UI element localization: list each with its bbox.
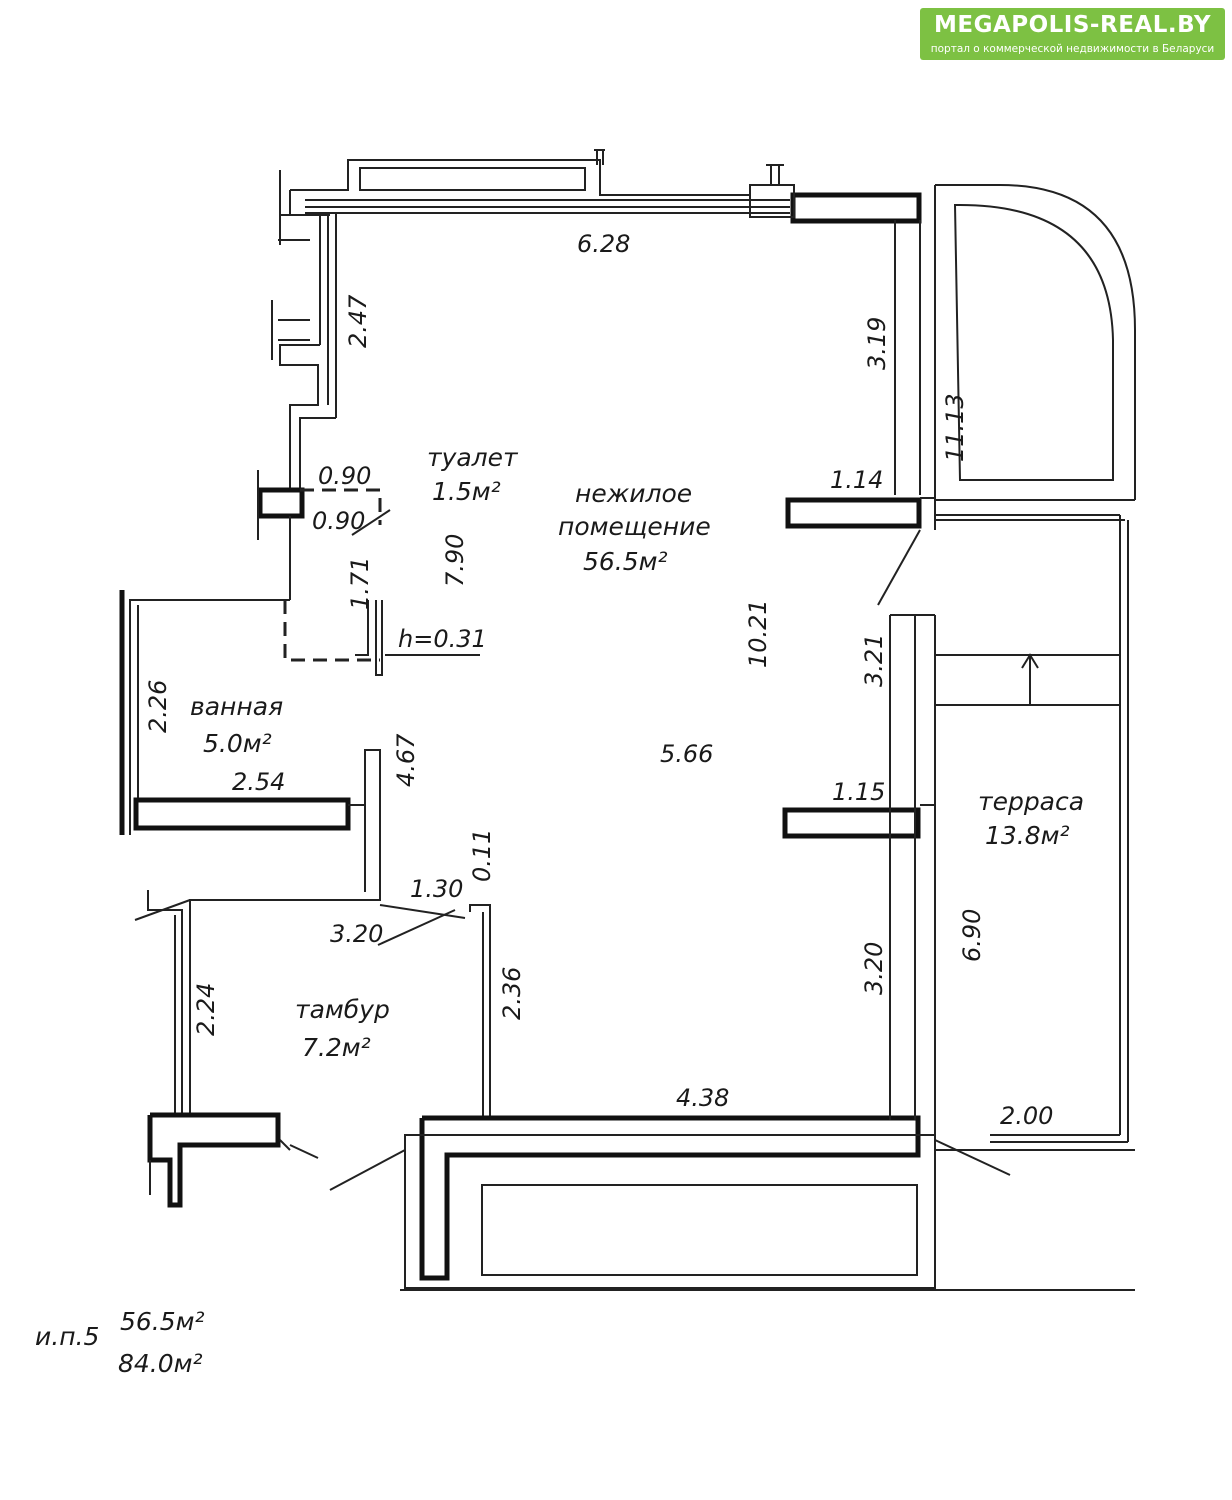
dim-wall-gap: 0.11: [468, 829, 496, 882]
dim-main-width: 5.66: [660, 740, 713, 768]
main-room-area: 56.5м²: [583, 547, 668, 576]
banner-brand: MEGAPOLIS-REAL.BY: [933, 12, 1212, 38]
vestibule-area: 7.2м²: [302, 1033, 371, 1062]
dim-bath-width: 2.54: [232, 768, 285, 796]
banner-tagline: портал о коммерческой недвижимости в Бел…: [930, 43, 1215, 55]
dim-right-mid: 3.21: [860, 634, 888, 687]
site-banner[interactable]: MEGAPOLIS-REAL.BY портал о коммерческой …: [920, 8, 1225, 60]
dim-step-height: h=0.31: [398, 625, 487, 653]
area-legend: и.п.5 56.5м² 84.0м²: [35, 1307, 205, 1378]
dimension-labels: 6.28 2.47 3.19 11.13 0.90 0.90 7.90 1.14…: [144, 230, 1053, 1130]
dim-right-lower: 3.20: [860, 942, 888, 995]
main-room-name-1: нежилое: [575, 479, 692, 508]
main-room-name-2: помещение: [558, 512, 711, 541]
dim-bottom-wall: 4.38: [676, 1084, 729, 1112]
legend-area-main: 56.5м²: [120, 1307, 205, 1336]
toilet-name: туалет: [427, 443, 519, 472]
dim-toilet-w2: 0.90: [312, 507, 365, 535]
dim-bath-right: 4.67: [392, 733, 420, 787]
dim-vest-right: 2.36: [498, 967, 526, 1020]
dim-main-total: 10.21: [744, 599, 772, 668]
dim-main-height: 7.90: [441, 534, 469, 587]
dim-bath-height: 2.26: [144, 680, 172, 733]
dim-toilet-w1: 0.90: [318, 462, 371, 490]
dim-terrace-width: 2.00: [1000, 1102, 1053, 1130]
dim-terrace-len: 6.90: [958, 909, 986, 962]
terrace-name: терраса: [978, 787, 1084, 816]
bath-area: 5.0м²: [203, 729, 272, 758]
dim-vest-top: 1.30: [410, 875, 463, 903]
bath-name: ванная: [190, 692, 283, 721]
legend-area-total: 84.0м²: [118, 1349, 203, 1378]
dim-pier-lower: 1.15: [832, 778, 885, 806]
toilet-area: 1.5м²: [432, 477, 501, 506]
dim-toilet-depth: 1.71: [346, 557, 374, 610]
dim-top-wall: 6.28: [577, 230, 630, 258]
terrace-area: 13.8м²: [985, 821, 1070, 850]
walls: [119, 149, 1136, 1291]
dim-pier-upper: 1.14: [830, 466, 883, 494]
legend-code: и.п.5: [35, 1322, 99, 1351]
dim-right-upper: 3.19: [863, 317, 891, 370]
room-labels: нежилое помещение 56.5м² туалет 1.5м² ва…: [190, 443, 1084, 1062]
dim-vest-left: 2.24: [192, 983, 220, 1036]
dim-terrace-arc: 11.13: [941, 393, 969, 462]
dim-vest-width: 3.20: [330, 920, 383, 948]
vestibule-name: тамбур: [295, 995, 390, 1024]
dim-left-upper: 2.47: [344, 294, 372, 348]
